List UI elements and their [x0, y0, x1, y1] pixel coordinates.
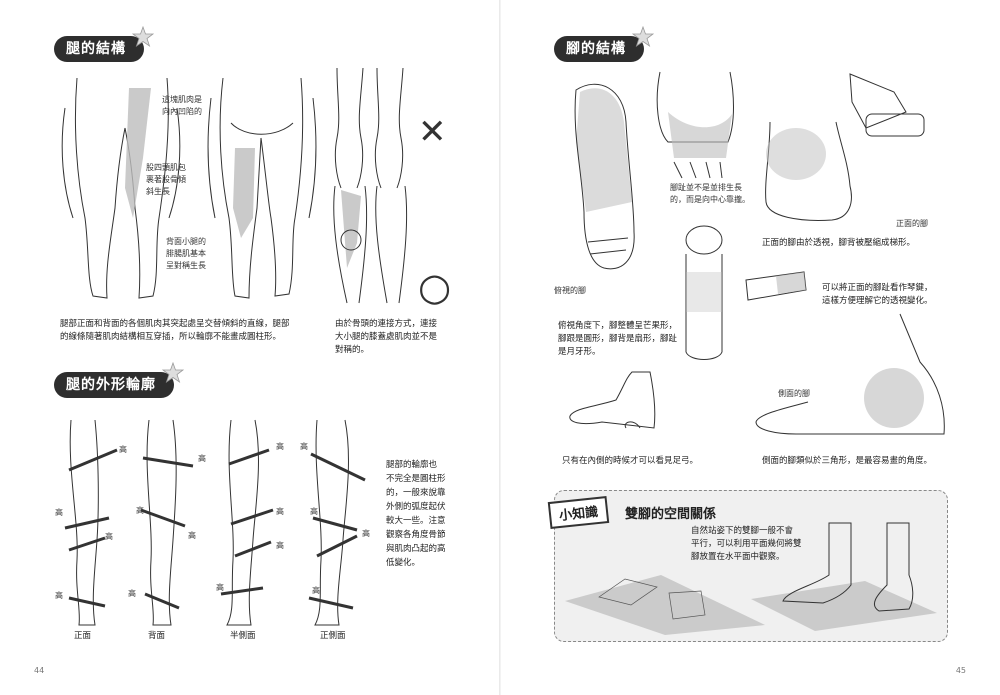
label-high: 高 [312, 585, 320, 596]
right-mark: ○ [418, 268, 451, 306]
label-high: 高 [300, 441, 308, 452]
label-high: 高 [216, 582, 224, 593]
caption-front-foot: 正面的腳由於透視，腳背被壓縮成梯形。 [762, 237, 915, 250]
label-side-foot: 側面的腳 [778, 388, 810, 400]
label-high: 高 [198, 453, 206, 464]
label-high: 高 [276, 540, 284, 551]
section-title-leg-structure: 腿的結構 [54, 36, 144, 62]
right-page: 腳的結構 腳趾並不是並排生長的，而是向中心靠攏。 正面的腳 [500, 0, 1000, 695]
note-quadriceps: 股四頭肌包裹著股骨傾斜生長 [146, 162, 186, 198]
note-muscle-concave: 這塊肌肉是向內凹陷的 [162, 94, 202, 118]
label-high: 高 [310, 506, 318, 517]
left-page: 腿的結構 這塊肌肉是向內凹陷的 股四頭肌包裹著股骨傾斜生長 [0, 0, 500, 695]
label-high: 高 [128, 588, 136, 599]
caption-leg-structure: 腿部正面和背面的各個肌肉其突起處呈交替傾斜的直線，腿部的線條隨著肌肉結構相互穿插… [60, 318, 300, 344]
tip-box: 小知識 雙腳的空間關係 自然站姿下的雙腳一般不會平行，可以利用平面幾何將雙腳放置… [554, 490, 948, 642]
tip-illustration [565, 515, 937, 635]
section-title-text: 腿的外形輪廓 [66, 377, 156, 393]
section-title-foot-structure: 腳的結構 [554, 36, 644, 62]
label-view-side: 正側面 [320, 630, 346, 643]
label-view-back: 背面 [148, 630, 165, 643]
label-high: 高 [276, 441, 284, 452]
caption-piano-keys: 可以將正面的腳趾看作琴鍵，這樣方便理解它的透視變化。 [822, 282, 933, 308]
label-high: 高 [119, 444, 127, 455]
label-high: 高 [55, 507, 63, 518]
star-icon [162, 362, 184, 384]
label-view-half-side: 半側面 [230, 630, 256, 643]
label-high: 高 [276, 506, 284, 517]
label-high: 高 [362, 528, 370, 539]
label-high: 高 [55, 590, 63, 601]
page-number-left: 44 [34, 666, 44, 675]
star-icon [632, 26, 654, 48]
section-title-leg-outline: 腿的外形輪廓 [54, 372, 174, 398]
section-title-text: 腳的結構 [566, 41, 626, 57]
caption-leg-outline: 腿部的輪廓也不完全是圓柱形的，一般來說靠外側的弧度起伏 較大一些。注意觀察各角度… [386, 458, 456, 570]
label-high: 高 [188, 530, 196, 541]
foot-structure-illustration [550, 62, 950, 452]
caption-arch: 只有在內側的時候才可以看見足弓。 [562, 455, 698, 468]
label-high: 高 [136, 505, 144, 516]
wrong-mark: ✕ [418, 112, 447, 152]
section-title-text: 腿的結構 [66, 41, 126, 57]
note-toes: 腳趾並不是並排生長的，而是向中心靠攏。 [670, 182, 750, 206]
note-calf: 背面小腿的腓腸肌基本呈對稱生長 [166, 236, 206, 272]
label-high: 高 [105, 531, 113, 542]
label-top-view-foot: 俯視的腳 [554, 285, 586, 297]
caption-top-view: 俯視角度下，腳整體呈芒果形，腳跟是圓形，腳背是扇形，腳趾是月牙形。 [558, 320, 698, 359]
star-icon [132, 26, 154, 48]
label-view-front: 正面 [74, 630, 91, 643]
label-front-foot: 正面的腳 [896, 218, 928, 230]
caption-side-foot: 側面的腳類似於三角形，是最容易畫的角度。 [762, 455, 932, 468]
leg-structure-illustration [55, 68, 450, 308]
leg-outline-illustration [55, 410, 375, 630]
page-number-right: 45 [956, 666, 966, 675]
caption-knee: 由於骨頭的連接方式，連接大小腿的膝蓋處肌肉並不是對稱的。 [335, 318, 455, 357]
